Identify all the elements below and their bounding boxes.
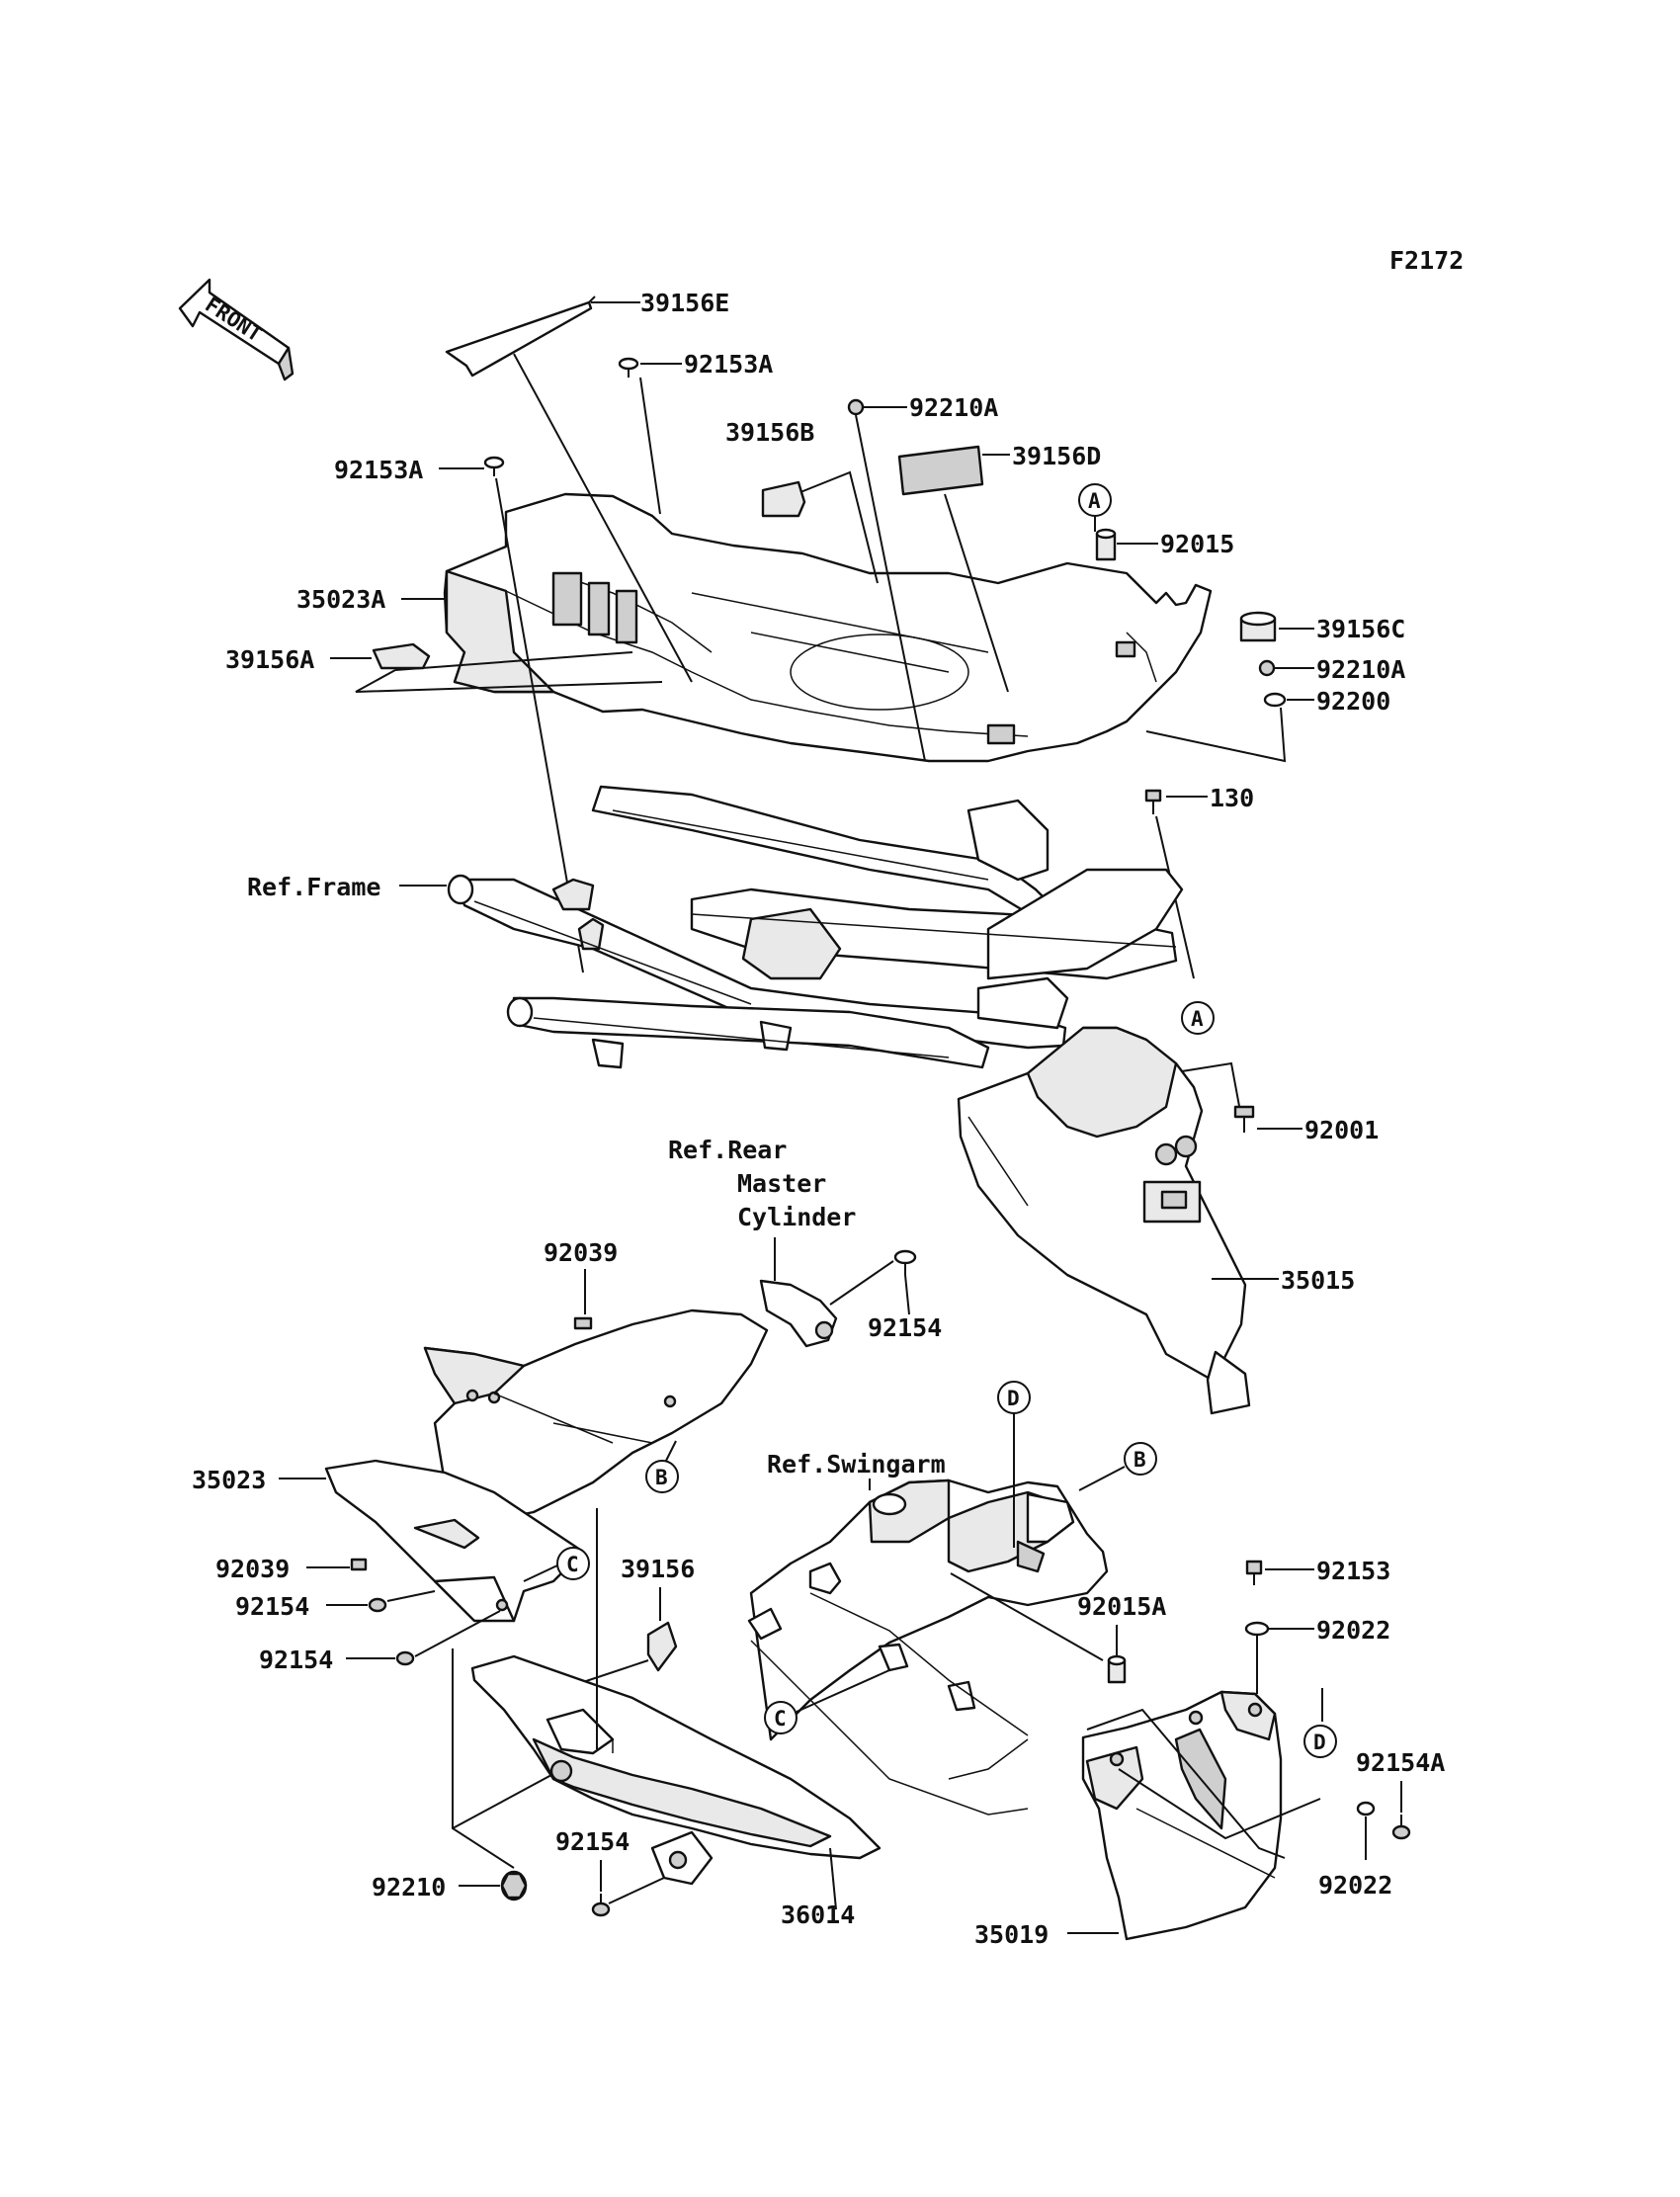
callout-92210A-right: 92210A <box>1316 655 1405 684</box>
svg-text:C: C <box>566 1553 579 1576</box>
pad-39156B <box>761 480 806 518</box>
bolt-92154-top-icon <box>893 1249 917 1275</box>
sheet-39156E <box>445 296 613 378</box>
svg-text:D: D <box>1007 1387 1020 1410</box>
collar-92015-icon <box>1095 528 1117 561</box>
callout-39156A: 39156A <box>225 645 314 674</box>
callout-39156B: 39156B <box>725 418 814 447</box>
svg-text:A: A <box>1088 489 1101 513</box>
bolt-92154A-icon <box>1391 1815 1411 1840</box>
callout-35019: 35019 <box>974 1920 1049 1949</box>
marker-a-bottom <box>1181 1001 1215 1035</box>
marker-b-right <box>1124 1442 1157 1476</box>
svg-text:D: D <box>1313 1731 1326 1754</box>
callout-35023: 35023 <box>192 1466 266 1494</box>
bolt-92154-a-icon <box>368 1597 387 1613</box>
master-cylinder-bracket <box>759 1279 838 1348</box>
ref-rear-master-3: Cylinder <box>737 1203 856 1231</box>
callout-92153: 92153 <box>1316 1557 1390 1585</box>
callout-39156: 39156 <box>621 1555 695 1583</box>
callout-92154-top: 92154 <box>868 1313 942 1342</box>
nut-92210-icon <box>500 1870 528 1901</box>
callout-39156E: 39156E <box>640 289 729 317</box>
callout-130: 130 <box>1210 784 1254 812</box>
rear-guard-35019 <box>1081 1690 1283 1941</box>
front-arrow-icon: FRONT <box>178 278 294 381</box>
callout-92153A-left: 92153A <box>334 456 423 484</box>
callout-92154-c: 92154 <box>555 1827 630 1856</box>
marker-d-right <box>1303 1725 1337 1758</box>
washer-92200-icon <box>1263 692 1287 708</box>
callout-92154-b: 92154 <box>259 1646 333 1674</box>
callout-35023A: 35023A <box>296 585 385 614</box>
callout-92154A: 92154A <box>1356 1748 1445 1777</box>
callout-92015: 92015 <box>1160 530 1234 558</box>
ref-rear-master-2: Master <box>737 1169 826 1198</box>
svg-text:A: A <box>1191 1007 1204 1031</box>
callout-92200: 92200 <box>1316 687 1390 716</box>
pad-39156 <box>646 1621 678 1672</box>
callout-92022-bottom: 92022 <box>1318 1871 1392 1900</box>
under-seat-tray-35023A <box>443 492 1213 763</box>
callout-92039-left: 92039 <box>215 1555 290 1583</box>
nut-92210A-icon <box>847 398 865 416</box>
bolt-92153A-icon <box>618 357 639 378</box>
callout-92154-a: 92154 <box>235 1592 309 1621</box>
callout-92015A: 92015A <box>1077 1592 1166 1621</box>
ref-rear-master-1: Ref.Rear <box>668 1136 787 1164</box>
swingarm-reference <box>747 1479 1109 1816</box>
rear-fender-35015 <box>957 1026 1251 1415</box>
bolt-92153A-left-icon <box>483 456 505 476</box>
washer-92022-top-icon <box>1244 1621 1270 1637</box>
callout-92001: 92001 <box>1304 1116 1379 1144</box>
marker-c-mid <box>764 1701 798 1734</box>
bolt-92154-b-icon <box>395 1650 415 1666</box>
inner-fender-35023 <box>324 1309 769 1623</box>
washer-92022-bottom-icon <box>1356 1801 1376 1817</box>
callout-92153A-top: 92153A <box>684 350 773 379</box>
pad-39156D <box>897 445 984 496</box>
bolt-92001-icon <box>1233 1105 1255 1133</box>
svg-text:B: B <box>655 1466 668 1489</box>
callout-36014: 36014 <box>781 1901 855 1929</box>
callout-39156C: 39156C <box>1316 615 1405 643</box>
pad-39156A <box>372 642 431 670</box>
svg-text:B: B <box>1134 1448 1146 1472</box>
frame-reference <box>447 785 1184 1069</box>
bolt-92154-c-icon <box>591 1894 611 1917</box>
callout-92039-top: 92039 <box>544 1238 618 1267</box>
callout-35015: 35015 <box>1281 1266 1355 1295</box>
bolt-130-icon <box>1144 789 1162 814</box>
ref-swingarm: Ref.Swingarm <box>767 1450 946 1479</box>
clip-92039-top-icon <box>573 1316 593 1330</box>
figure-id: F2172 <box>1389 246 1464 275</box>
marker-c-left <box>556 1547 590 1580</box>
callout-39156D: 39156D <box>1012 442 1101 470</box>
callout-92210: 92210 <box>372 1873 446 1901</box>
marker-b-left <box>645 1460 679 1493</box>
callout-92022-top: 92022 <box>1316 1616 1390 1645</box>
grommet-39156C-icon <box>1239 611 1277 642</box>
clip-92039-left-icon <box>350 1558 368 1571</box>
nut-92210A-right-icon <box>1258 659 1276 677</box>
collar-92015A-icon <box>1107 1654 1127 1684</box>
bolt-92153-icon <box>1245 1560 1263 1585</box>
callout-92210A-top: 92210A <box>909 393 998 422</box>
ref-frame: Ref.Frame <box>247 873 380 901</box>
svg-text:C: C <box>774 1707 787 1731</box>
